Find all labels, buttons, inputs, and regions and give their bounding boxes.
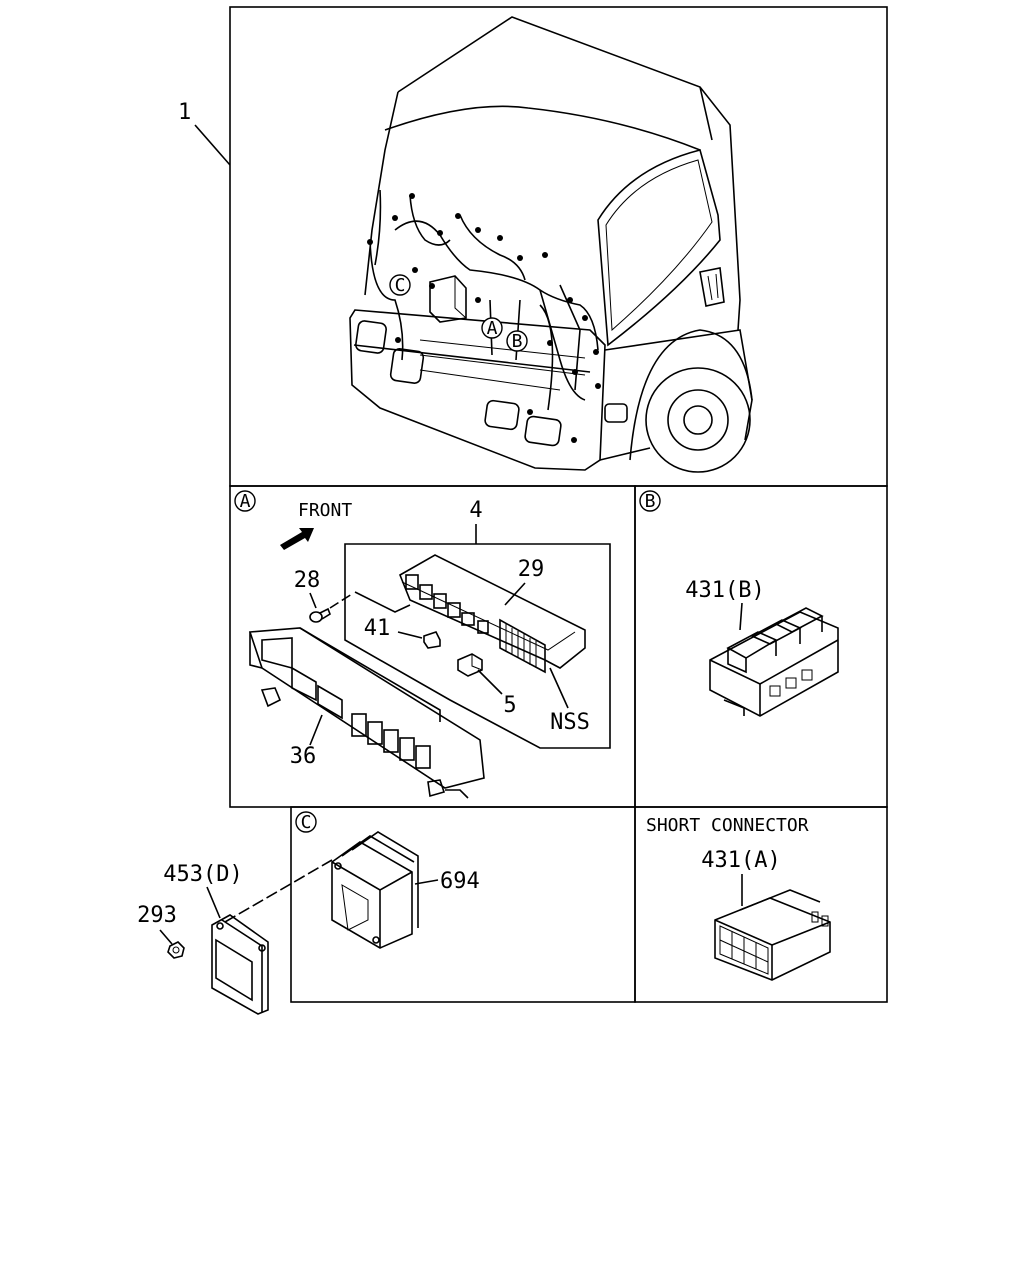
part-1-leader (194, 124, 231, 166)
part-431b-label: 431(B) (685, 578, 764, 603)
part-1-label: 1 (178, 100, 191, 125)
part-293-label: 293 (137, 903, 177, 928)
part-431a-label: 431(A) (701, 848, 780, 873)
callout-b-top: B (506, 330, 528, 352)
svg-text:C: C (301, 812, 312, 833)
fuse-block-illustration (398, 554, 586, 674)
part-293-leader (159, 929, 173, 945)
front-arrow-icon (280, 528, 314, 550)
part-431b-leader (739, 602, 743, 631)
part-41-leader (397, 631, 423, 639)
svg-text:A: A (487, 318, 498, 339)
part-453d-leader (206, 886, 221, 919)
screw-28-dashline-2 (354, 591, 411, 613)
part-5-leader (477, 669, 503, 695)
connector-431a-illustration (714, 889, 831, 981)
part-41-label: 41 (364, 616, 391, 641)
callout-c-top: C (389, 274, 411, 296)
panel-frames (229, 6, 888, 1003)
part-28-leader (309, 592, 317, 609)
svg-text:A: A (240, 491, 251, 512)
part-4-label: 4 (469, 498, 482, 523)
part-29-leader (504, 582, 526, 606)
part-453d-label: 453(D) (163, 862, 242, 887)
part-29-label: 29 (518, 557, 545, 582)
front-label: FRONT (298, 500, 352, 521)
control-unit-694-illustration (331, 831, 419, 949)
screw-28-illustration (309, 607, 331, 623)
part-36-leader (309, 714, 323, 746)
bracket-453d-illustration (211, 914, 269, 1015)
part-5-label: 5 (503, 693, 516, 718)
mount-dashline (224, 859, 333, 923)
screw-28-dashline (329, 593, 353, 609)
svg-text:C: C (395, 275, 406, 296)
part-28-label: 28 (294, 568, 321, 593)
part-36-label: 36 (290, 744, 317, 769)
part-4-outline (344, 543, 611, 749)
svg-text:B: B (512, 331, 523, 352)
relay-5-illustration (457, 653, 483, 677)
callout-c-panel: C (295, 811, 317, 833)
short-connector-title: SHORT CONNECTOR (646, 815, 809, 836)
box-36-illustration (248, 627, 485, 799)
callout-a-top: A (481, 317, 503, 339)
callout-b-panel: B (639, 490, 661, 512)
connector-431b-illustration (709, 607, 839, 717)
callout-a-panel: A (234, 490, 256, 512)
part-694-label: 694 (440, 869, 480, 894)
svg-text:B: B (645, 491, 656, 512)
part-nss-leader (549, 667, 569, 709)
part-nss-label: NSS (550, 710, 590, 735)
truck-cab-illustration (349, 16, 753, 473)
nut-293-illustration (167, 941, 185, 959)
part-694-leader (414, 879, 439, 885)
fuse-41-illustration (423, 631, 441, 649)
